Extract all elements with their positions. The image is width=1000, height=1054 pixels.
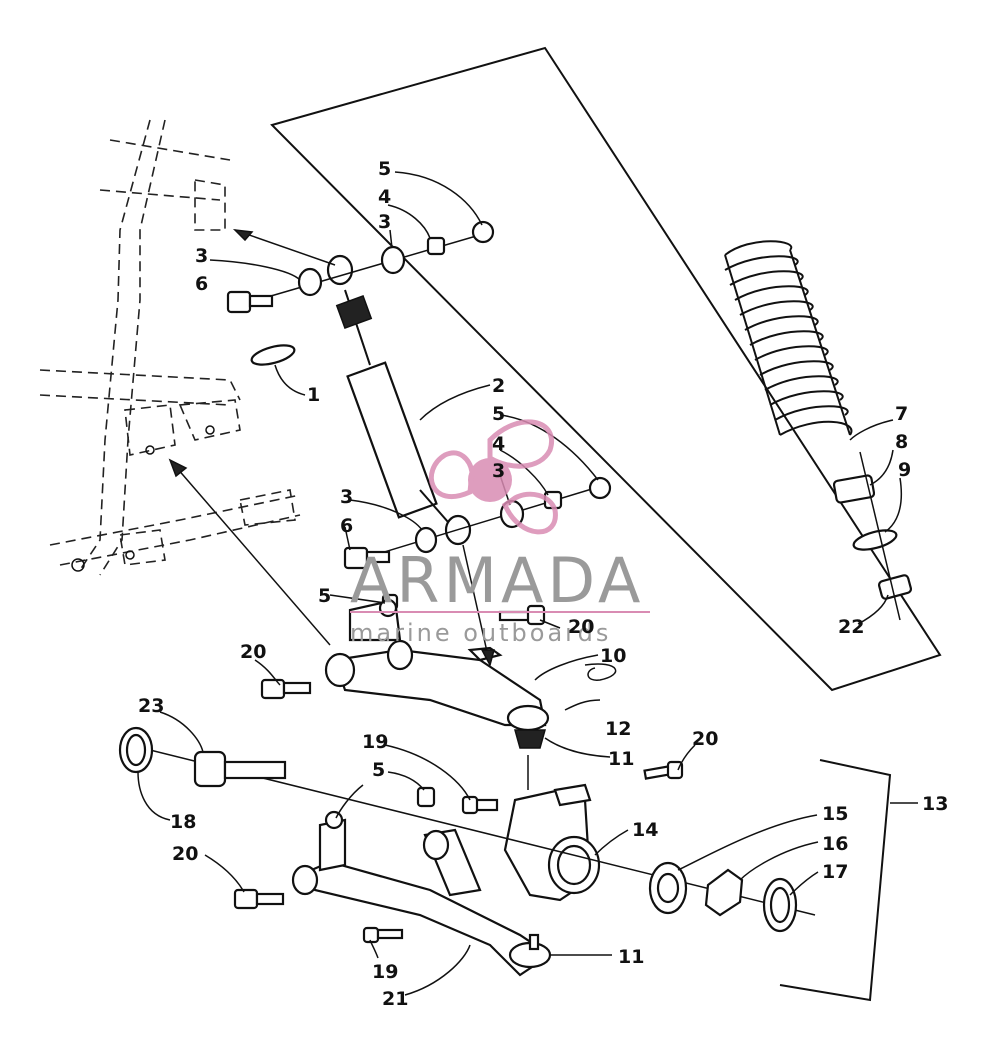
callout-18: 18 bbox=[170, 811, 196, 833]
callout-13: 13 bbox=[922, 793, 948, 815]
callout-20: 20 bbox=[568, 616, 594, 638]
coil-spring bbox=[724, 240, 853, 436]
shock-group-boundary bbox=[270, 46, 942, 692]
callout-5: 5 bbox=[318, 585, 331, 607]
callout-11: 11 bbox=[618, 946, 644, 968]
callout-8: 8 bbox=[895, 431, 908, 453]
callout-2: 2 bbox=[492, 375, 505, 397]
callout-3: 3 bbox=[492, 460, 505, 482]
callout-7: 7 bbox=[895, 403, 908, 425]
callout-20: 20 bbox=[240, 641, 266, 663]
callout-15: 15 bbox=[822, 803, 848, 825]
callout-19: 19 bbox=[372, 961, 398, 983]
callout-16: 16 bbox=[822, 833, 848, 855]
leader-lines bbox=[137, 171, 902, 996]
callout-11: 11 bbox=[608, 748, 634, 770]
callout-4: 4 bbox=[492, 433, 505, 455]
watermark-logo bbox=[428, 419, 558, 535]
callout-20: 20 bbox=[692, 728, 718, 750]
spindle-group-bracket bbox=[779, 759, 892, 1002]
callout-labels: 5 4 3 3 6 1 2 5 4 3 3 6 5 20 20 10 12 11… bbox=[138, 158, 948, 1010]
spindle-knuckle bbox=[461, 760, 684, 902]
callout-14: 14 bbox=[632, 819, 658, 841]
lower-a-arm bbox=[233, 786, 552, 977]
frame-outline bbox=[39, 119, 301, 576]
upper-mount-hardware bbox=[226, 220, 495, 366]
watermark-tagline: marine outboards bbox=[350, 619, 611, 647]
callout-23: 23 bbox=[138, 695, 164, 717]
callout-21: 21 bbox=[382, 988, 408, 1010]
callout-6: 6 bbox=[195, 273, 208, 295]
callout-20: 20 bbox=[172, 843, 198, 865]
callout-3: 3 bbox=[378, 211, 391, 233]
callout-4: 4 bbox=[378, 186, 391, 208]
watermark-brand: ARMADA bbox=[350, 544, 644, 617]
callout-22: 22 bbox=[838, 616, 864, 638]
callout-1: 1 bbox=[307, 384, 320, 406]
axle-hardware bbox=[118, 726, 816, 933]
callout-5: 5 bbox=[492, 403, 505, 425]
callout-5: 5 bbox=[372, 759, 385, 781]
callout-19: 19 bbox=[362, 731, 388, 753]
callout-3: 3 bbox=[195, 245, 208, 267]
callout-12: 12 bbox=[605, 718, 631, 740]
upper-a-arm bbox=[260, 593, 617, 749]
shock-absorber bbox=[326, 254, 472, 546]
callout-17: 17 bbox=[822, 861, 848, 883]
callout-5: 5 bbox=[378, 158, 391, 180]
callout-6: 6 bbox=[340, 515, 353, 537]
callout-3: 3 bbox=[340, 486, 353, 508]
callout-9: 9 bbox=[898, 459, 911, 481]
spring-hardware bbox=[832, 451, 913, 621]
callout-10: 10 bbox=[600, 645, 626, 667]
assembly-arrows bbox=[168, 458, 529, 790]
